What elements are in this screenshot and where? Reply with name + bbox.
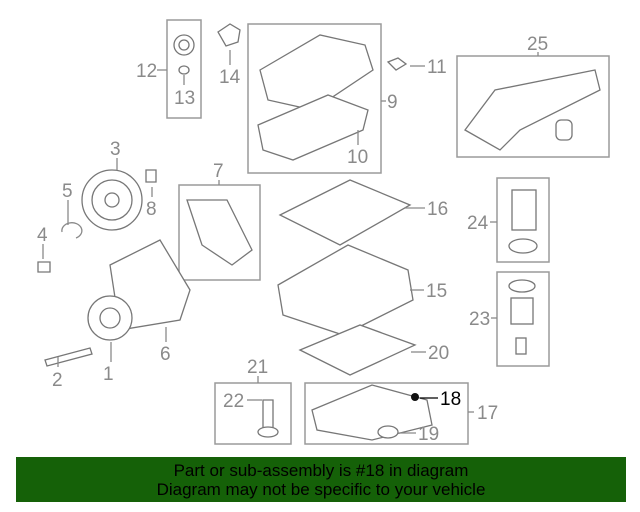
callout-25: 25	[527, 34, 548, 55]
info-banner: Part or sub-assembly is #18 in diagram D…	[16, 457, 626, 502]
callout-4: 4	[37, 225, 48, 246]
callout-24: 24	[467, 213, 489, 234]
callout-6: 6	[160, 344, 171, 365]
callout-23: 23	[469, 309, 490, 330]
callout-12: 12	[136, 61, 157, 82]
group-box-17	[304, 382, 469, 445]
callout-14: 14	[219, 67, 241, 88]
callout-5: 5	[62, 181, 73, 202]
group-box-21	[214, 382, 292, 445]
banner-line-2: Diagram may not be specific to your vehi…	[156, 480, 486, 499]
group-box-24	[496, 177, 550, 263]
banner-line-1: Part or sub-assembly is #18 in diagram	[173, 461, 469, 480]
callout-7: 7	[213, 161, 224, 182]
callout-10: 10	[347, 147, 368, 168]
callout-13: 13	[174, 88, 195, 109]
callout-2: 2	[52, 370, 63, 391]
callout-18: 18	[440, 389, 461, 410]
callout-11: 11	[427, 57, 447, 78]
callout-20: 20	[428, 343, 449, 364]
callout-15: 15	[426, 281, 447, 302]
group-box-12	[166, 19, 202, 119]
callout-21: 21	[247, 357, 268, 378]
callout-1: 1	[103, 364, 114, 385]
part-illustrations	[37, 23, 601, 441]
callout-22: 22	[223, 391, 244, 412]
callout-3: 3	[110, 139, 121, 160]
group-box-23	[496, 271, 550, 367]
callout-19: 19	[418, 424, 439, 445]
group-box-9	[247, 23, 382, 174]
callout-8: 8	[146, 199, 157, 220]
callout-9: 9	[387, 92, 398, 113]
callout-17: 17	[477, 403, 498, 424]
group-box-25	[456, 55, 610, 158]
leader-lines	[42, 50, 539, 434]
callout-16: 16	[427, 199, 448, 220]
